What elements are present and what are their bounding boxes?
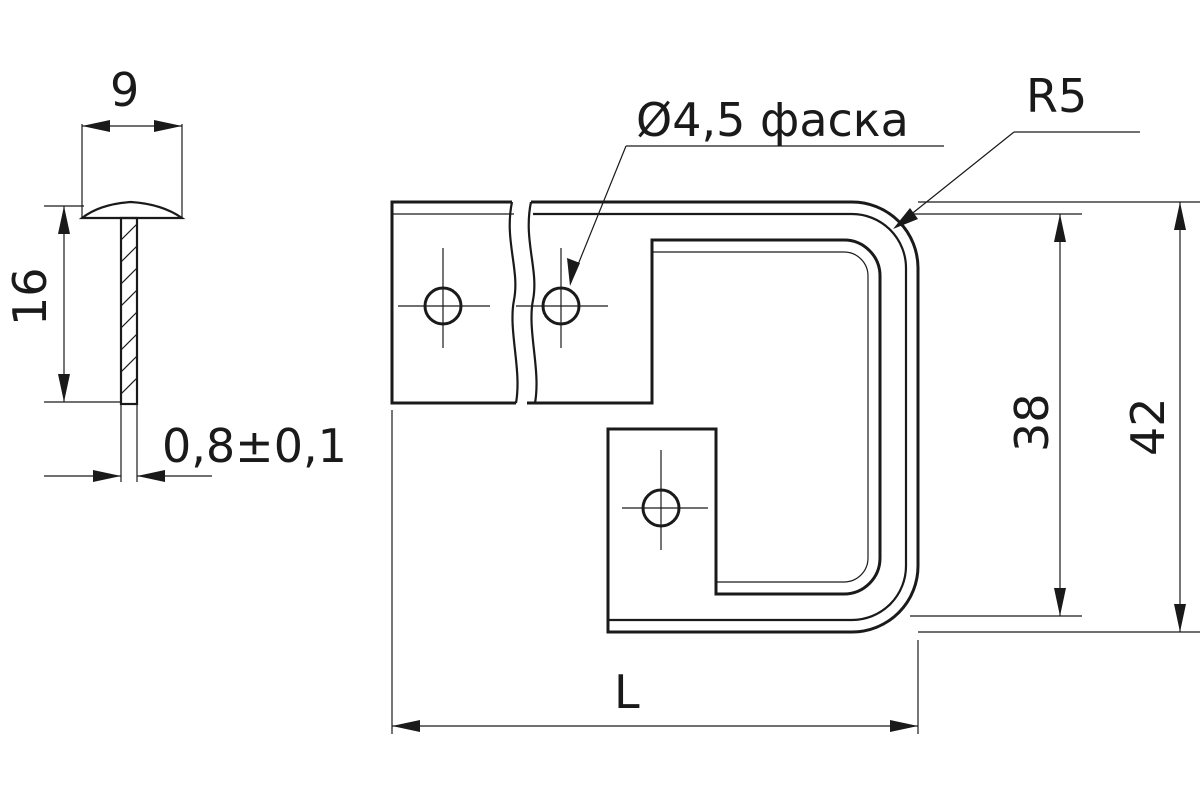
dim-L-label: L bbox=[614, 665, 640, 719]
dim-16: 16 bbox=[3, 205, 122, 403]
hole-1 bbox=[398, 248, 490, 348]
dim-42: 42 bbox=[918, 201, 1200, 633]
hole-2 bbox=[516, 248, 608, 348]
dim-9: 9 bbox=[81, 63, 183, 218]
dim-42-label: 42 bbox=[1121, 397, 1175, 456]
main-part bbox=[390, 200, 920, 634]
left-tab bbox=[390, 200, 516, 405]
profile-hatch bbox=[120, 223, 138, 395]
dim-thickness-label: 0,8±0,1 bbox=[162, 419, 347, 473]
break-line-2 bbox=[527, 201, 538, 404]
dim-thickness: 0,8±0,1 bbox=[44, 404, 347, 482]
body-outer bbox=[527, 200, 920, 634]
dim-L: L bbox=[391, 410, 919, 734]
dim-9-label: 9 bbox=[110, 63, 139, 117]
body-bend-top bbox=[533, 212, 908, 622]
dim-tolerance-value: 0,1 bbox=[274, 419, 347, 473]
dim-radius: R5 bbox=[893, 69, 1140, 229]
dim-38: 38 bbox=[910, 213, 1082, 617]
profile-head bbox=[78, 200, 186, 220]
profile-stem bbox=[119, 216, 139, 406]
hole-3 bbox=[622, 450, 708, 550]
dim-hole-label: Ø4,5 фаска bbox=[636, 93, 909, 147]
break-line-1 bbox=[508, 201, 519, 404]
dim-tolerance-sign: ± bbox=[235, 419, 274, 473]
dim-hole: Ø4,5 фаска bbox=[567, 93, 944, 286]
dim-radius-label: R5 bbox=[1026, 69, 1087, 123]
dim-16-label: 16 bbox=[3, 267, 57, 326]
side-profile bbox=[78, 200, 186, 406]
dim-38-label: 38 bbox=[1005, 393, 1059, 452]
dim-thickness-value: 0,8 bbox=[162, 419, 235, 473]
body-inner-flange bbox=[652, 251, 869, 583]
